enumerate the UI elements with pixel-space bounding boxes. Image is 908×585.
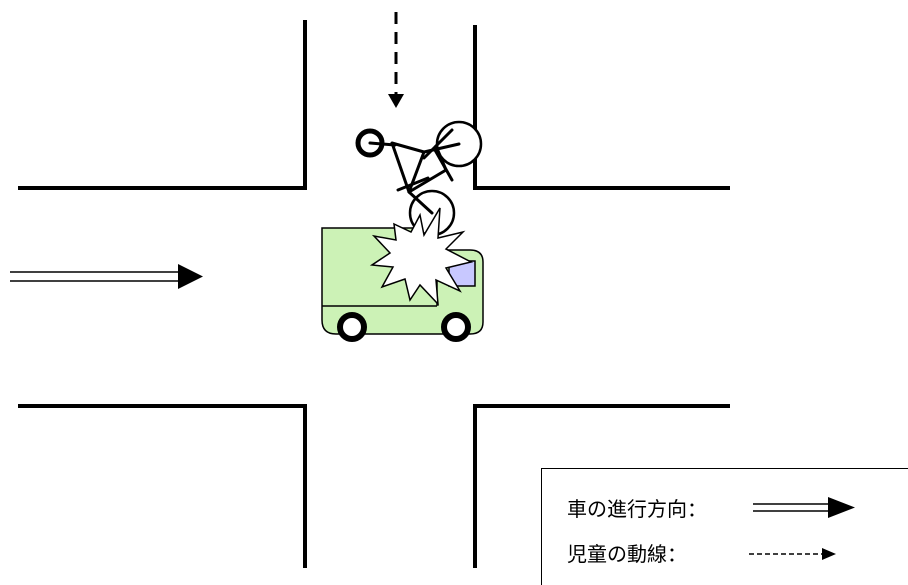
legend-box: 車の進行方向： 児童の動線： [541, 468, 908, 585]
collision-burst [369, 207, 474, 307]
road-edge-bottom-left [18, 404, 307, 568]
road-edge-bottom-right [473, 404, 730, 568]
legend-vehicle-direction-label: 車の進行方向： [567, 497, 707, 521]
truck-wheel-front [441, 312, 471, 342]
vehicle-direction-arrow [10, 264, 203, 289]
road-edge-top-right [473, 25, 730, 190]
road-edges [18, 20, 730, 568]
truck-wheel-rear [337, 312, 367, 342]
child-path-arrow [388, 12, 404, 108]
legend-child-path-label: 児童の動線： [567, 542, 687, 566]
legend-vehicle-arrow-icon [753, 497, 855, 518]
road-edge-top-left [18, 20, 307, 190]
legend-child-arrow-icon [749, 548, 836, 560]
bicycle [355, 120, 483, 237]
